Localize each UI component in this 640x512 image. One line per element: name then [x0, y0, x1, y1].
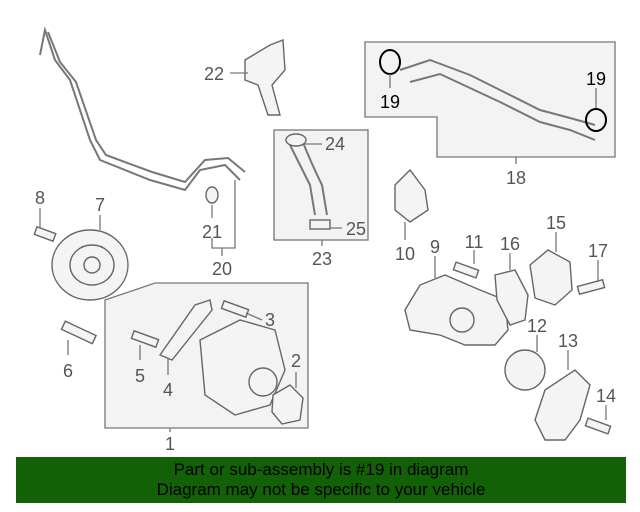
gasket-2 [271, 384, 304, 425]
hose-23 [289, 139, 328, 216]
leader-lines [39, 72, 607, 432]
housing-port [449, 307, 475, 333]
callout-9[interactable]: 9 [430, 237, 440, 257]
gasket-10 [394, 168, 429, 223]
bolt-14 [584, 417, 612, 435]
thermostat-cover-15 [529, 249, 573, 306]
pulley-center [83, 256, 101, 274]
callout-14[interactable]: 14 [596, 386, 616, 406]
callout-3[interactable]: 3 [265, 310, 275, 330]
callout-21[interactable]: 21 [202, 222, 222, 242]
callout-24[interactable]: 24 [325, 134, 345, 154]
pump-outlet [248, 367, 278, 397]
clamp-25 [309, 219, 331, 230]
info-banner: Part or sub-assembly is #19 in diagram D… [16, 457, 626, 503]
callout-20[interactable]: 20 [212, 259, 232, 279]
callout-16[interactable]: 16 [500, 234, 520, 254]
bolt-6 [60, 320, 98, 345]
clamp-24 [285, 133, 307, 147]
callout-5[interactable]: 5 [135, 366, 145, 386]
callout-15[interactable]: 15 [546, 213, 566, 233]
bolt-11 [452, 261, 480, 279]
banner-line-1: Part or sub-assembly is #19 in diagram [173, 460, 469, 479]
bolt-17 [576, 278, 606, 296]
bracket-22 [244, 39, 286, 116]
callout-25[interactable]: 25 [346, 219, 366, 239]
callout-12[interactable]: 12 [527, 316, 547, 336]
bolt-8 [33, 225, 57, 243]
callout-17[interactable]: 17 [588, 241, 608, 261]
callout-8[interactable]: 8 [35, 188, 45, 208]
callout-13[interactable]: 13 [558, 331, 578, 351]
group-box-18 [364, 41, 616, 158]
gasket-16 [494, 269, 529, 326]
callout-11[interactable]: 11 [465, 232, 484, 252]
pipe-18 [399, 58, 596, 141]
pipe-oring-21 [205, 186, 219, 204]
callout-1[interactable]: 1 [165, 434, 175, 454]
oring-19-right [585, 108, 607, 132]
callout-22[interactable]: 22 [204, 64, 224, 84]
bolt-5 [130, 329, 160, 349]
callout-7[interactable]: 7 [95, 195, 105, 215]
callout-4[interactable]: 4 [163, 380, 173, 400]
outlet-13 [534, 369, 591, 441]
callout-19-right[interactable]: 19 [586, 69, 606, 89]
callout-10[interactable]: 10 [395, 244, 415, 264]
thermostat-12 [504, 349, 546, 391]
callout-2[interactable]: 2 [291, 351, 301, 371]
callout-19-left[interactable]: 19 [380, 92, 400, 112]
banner-line-2: Diagram may not be specific to your vehi… [156, 480, 486, 499]
water-pipe [39, 26, 246, 192]
callout-18[interactable]: 18 [506, 168, 526, 188]
bracket-4 [158, 299, 213, 361]
callout-23[interactable]: 23 [312, 249, 332, 269]
callout-6[interactable]: 6 [63, 361, 73, 381]
